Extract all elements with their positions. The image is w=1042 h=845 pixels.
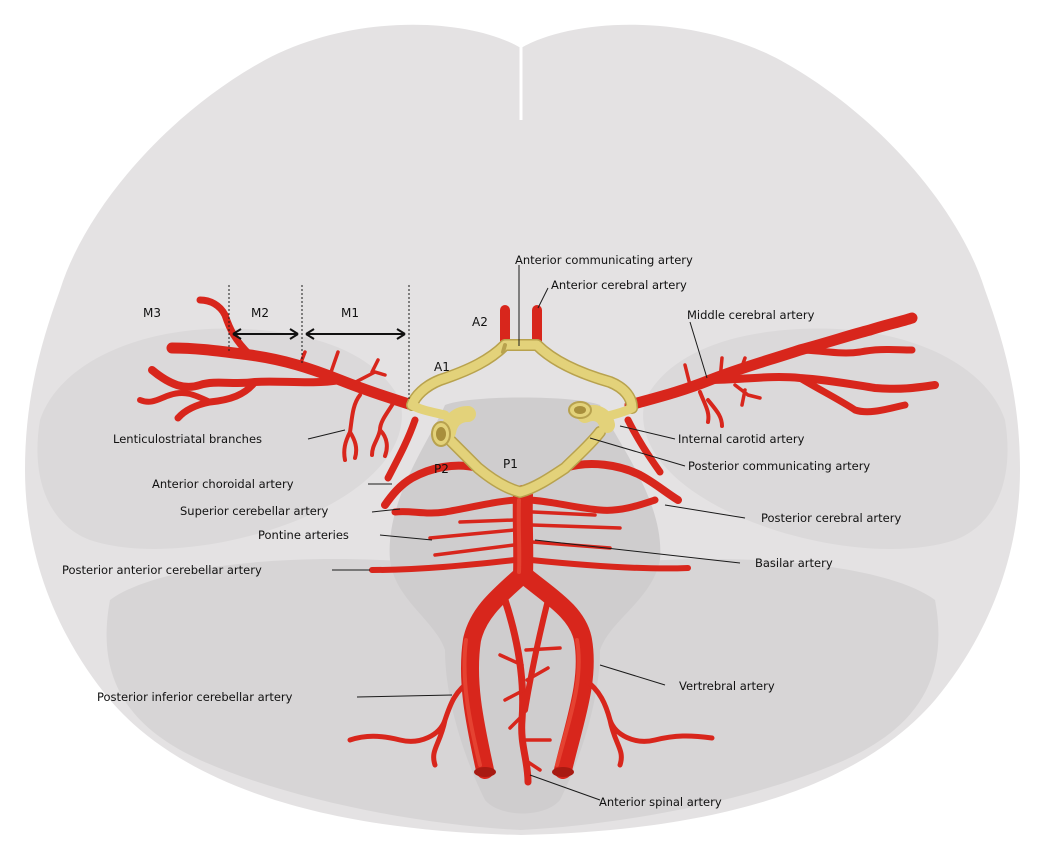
basilar-artery-vessel [523, 495, 524, 575]
a1-label: A1 [434, 360, 450, 374]
basilar-highlight [519, 500, 520, 572]
posterior-inferior-cerebellar-artery-label: Posterior inferior cerebellar artery [97, 690, 293, 704]
anterior-cerebral-artery-label: Anterior cerebral artery [551, 278, 687, 292]
lenticulostriatal-branches-label: Lenticulostriatal branches [113, 432, 262, 446]
m3-label: M3 [143, 306, 161, 320]
a2-label: A2 [472, 315, 488, 329]
right-mca-branch-upper [800, 350, 912, 353]
anterior-choroidal-artery-label: Anterior choroidal artery [152, 477, 294, 491]
posterior-anterior-cerebellar-artery-label: Posterior anterior cerebellar artery [62, 563, 262, 577]
pontine-arteries-label: Pontine arteries [258, 528, 349, 542]
posterior-cerebral-artery-label: Posterior cerebral artery [761, 511, 901, 525]
anterior-spinal-artery-label: Anterior spinal artery [599, 795, 722, 809]
left-a2-stub [503, 345, 505, 352]
middle-cerebral-artery-label: Middle cerebral artery [687, 308, 815, 322]
m2-label: M2 [251, 306, 269, 320]
anterior-communicating-artery-label: Anterior communicating artery [515, 253, 693, 267]
basilar-artery-label: Basilar artery [755, 556, 833, 570]
internal-carotid-artery-label: Internal carotid artery [678, 432, 805, 446]
posterior-communicating-artery-label: Posterior communicating artery [688, 459, 870, 473]
p2-label: P2 [434, 462, 449, 476]
left-vertebral-cut-end [474, 767, 496, 777]
right-vertebral-cut-end [552, 767, 574, 777]
p1-label: P1 [503, 457, 518, 471]
vertrebral-artery-label: Vertrebral artery [679, 679, 775, 693]
superior-cerebellar-artery-label: Superior cerebellar artery [180, 504, 329, 518]
m1-label: M1 [341, 306, 359, 320]
